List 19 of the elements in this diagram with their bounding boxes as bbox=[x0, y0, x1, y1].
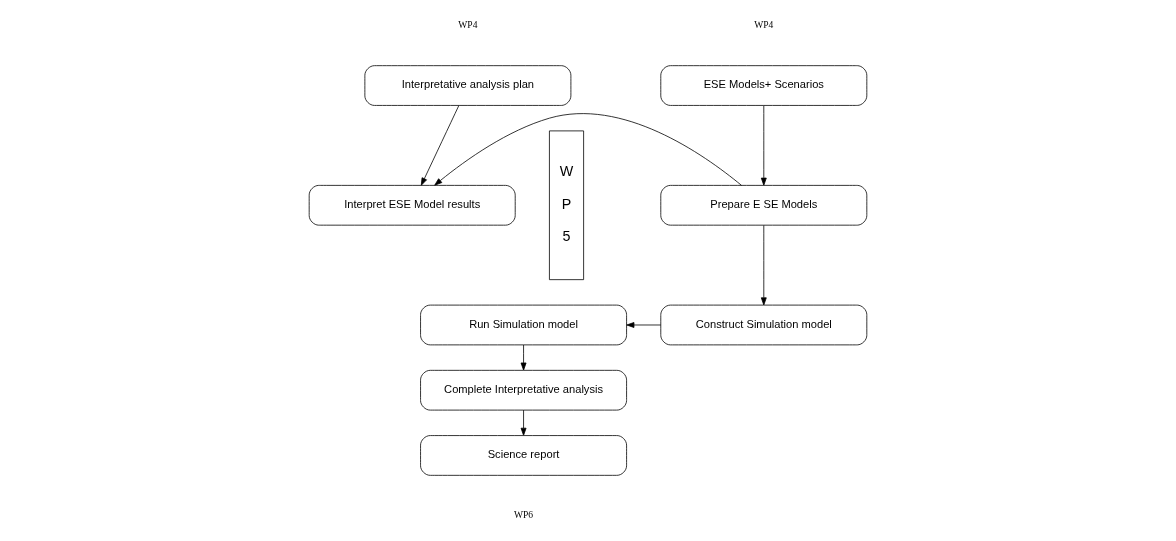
arrow bbox=[520, 344, 527, 371]
node-box: Construct Simulation model bbox=[660, 304, 868, 346]
node-box: Interpretative analysis plan bbox=[364, 65, 572, 106]
node-box: Science report bbox=[420, 435, 627, 476]
arrow bbox=[760, 105, 767, 186]
node-box: Run Simulation model bbox=[420, 304, 627, 346]
node-box: W P 5 bbox=[549, 130, 584, 281]
arrow bbox=[420, 105, 460, 186]
arrow bbox=[520, 409, 527, 436]
label: WP4 bbox=[754, 19, 774, 31]
arrow bbox=[434, 113, 742, 186]
label: WP4 bbox=[458, 19, 478, 31]
node-box: Complete Interpretative analysis bbox=[420, 369, 627, 411]
arrow bbox=[626, 322, 662, 328]
node-box: Prepare E SE Models bbox=[660, 185, 868, 226]
node-box: ESE Models+ Scenarios bbox=[660, 65, 868, 106]
arrow bbox=[760, 224, 767, 306]
node-box: Interpret ESE Model results bbox=[308, 185, 516, 226]
label: WP6 bbox=[514, 508, 534, 520]
